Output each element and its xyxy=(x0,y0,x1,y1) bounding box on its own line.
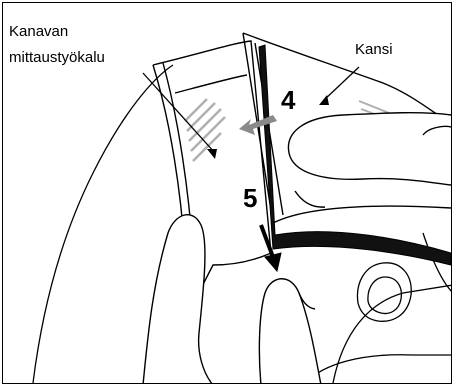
tool-label-line2: mittaustyökalu xyxy=(9,49,105,67)
leader-arrowhead-tool xyxy=(207,149,217,159)
step-5-number: 5 xyxy=(243,185,257,211)
tool-label-line1: Kanavan xyxy=(9,23,68,41)
illustration-frame: Kanavan mittaustyökalu Kansi 4 5 xyxy=(2,2,452,384)
tool-hatching xyxy=(185,99,225,161)
step-4-number: 4 xyxy=(281,87,295,113)
right-hand xyxy=(288,113,451,207)
cover-label: Kansi xyxy=(355,41,393,59)
